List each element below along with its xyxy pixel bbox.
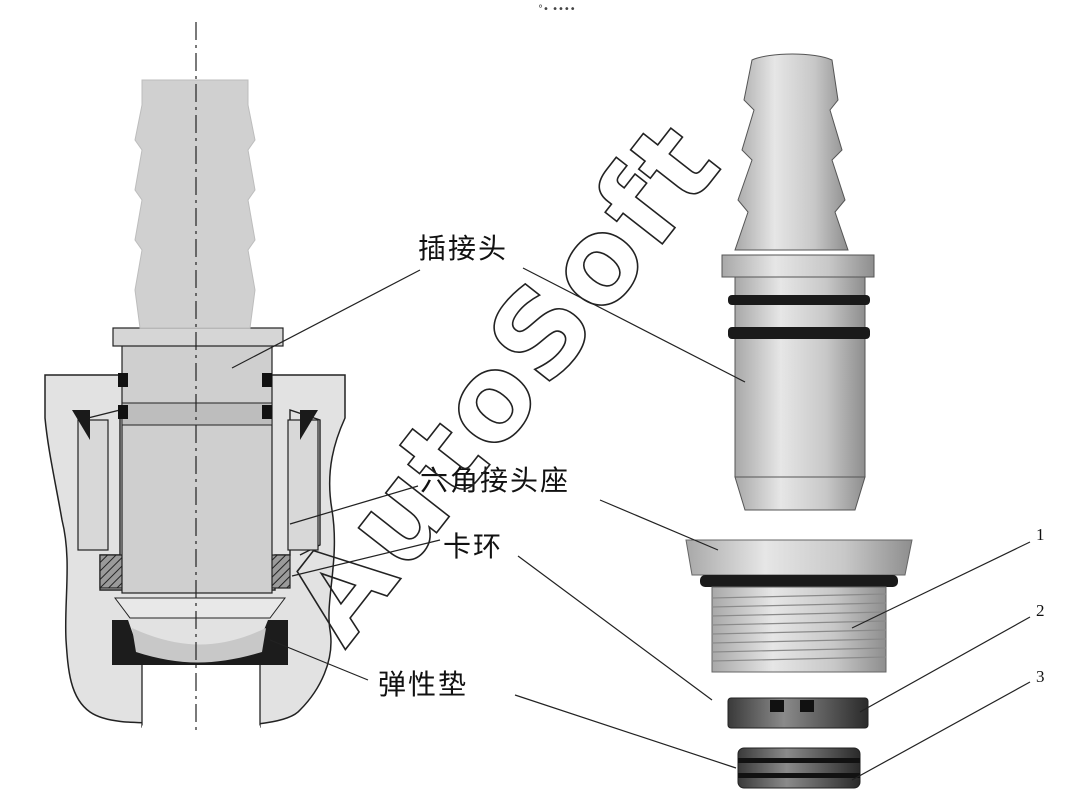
hex-seat-o-ring [700,575,898,587]
top-mark: °• •••• [538,4,576,15]
plug-o-ring-1 [728,295,870,305]
exploded-plug-connector [721,53,875,511]
part-number-1: 1 [1036,525,1045,544]
plug-o-ring-2 [728,327,870,339]
leader-lines [231,267,1031,781]
label-elastic-pad: 弹性垫 [378,668,468,701]
exploded-elastic-pad [737,747,861,789]
label-snap-ring: 卡环 [443,530,503,563]
label-plug-connector: 插接头 [418,232,508,265]
section-plug-collar [112,327,284,347]
section-view [44,22,346,730]
hex-seat-threads [711,593,887,662]
part-number-3: 3 [1036,667,1045,686]
label-hex-seat: 六角接头座 [420,464,570,497]
exploded-hex-seat [685,539,913,673]
labels: 插接头 六角接头座 卡环 弹性垫 1 2 3 [378,232,1045,701]
section-outlet-tube [141,654,261,728]
exploded-snap-ring [727,697,869,729]
part-number-2: 2 [1036,601,1045,620]
section-plug-body [121,344,273,594]
section-hose-tail [134,79,256,329]
exploded-view [685,53,913,789]
